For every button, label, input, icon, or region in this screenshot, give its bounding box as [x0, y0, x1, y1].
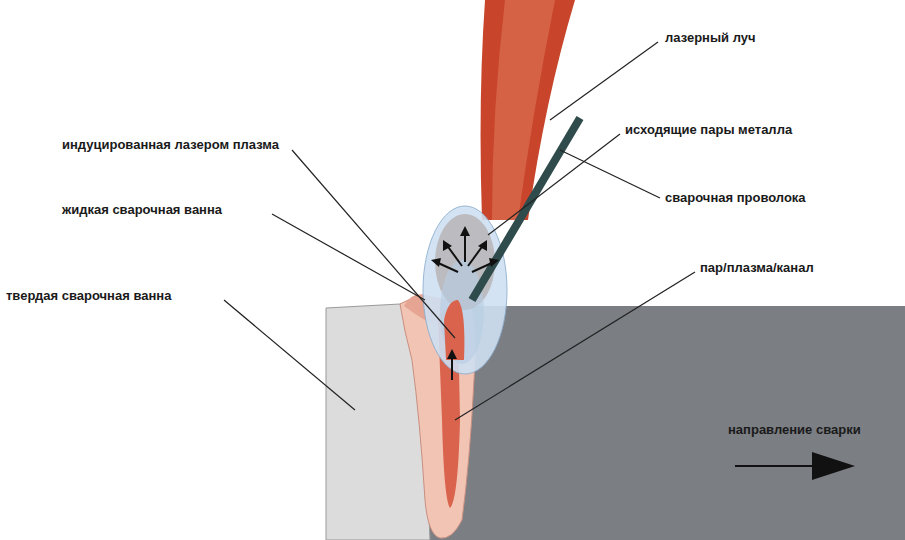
vapour-arrowheads — [431, 226, 499, 359]
leader-lines — [224, 42, 695, 420]
solid-pool-label: твердая сварочная ванна — [6, 288, 171, 304]
direction-arrowhead — [812, 452, 855, 480]
keyhole-top — [444, 300, 464, 360]
direction-arrow-line — [735, 465, 815, 467]
liquid-pool-label: жидкая сварочная ванна — [62, 202, 222, 218]
beam-label: лазерный луч — [665, 30, 756, 46]
laser-beam-core — [492, 0, 555, 220]
plasma-inner — [440, 260, 484, 364]
plasma-label: индуцированная лазером плазма — [62, 137, 279, 153]
welding-wire — [472, 118, 580, 300]
vapour-arrows — [436, 232, 494, 380]
laser-plasma — [423, 206, 507, 374]
channel-label: пар/плазма/канал — [700, 260, 814, 276]
laser-beam — [481, 0, 575, 220]
wire-label: сварочная проволока — [665, 190, 806, 206]
vapour-label: исходящие пары металла — [625, 122, 792, 138]
direction-label: направление сварки — [728, 422, 861, 438]
